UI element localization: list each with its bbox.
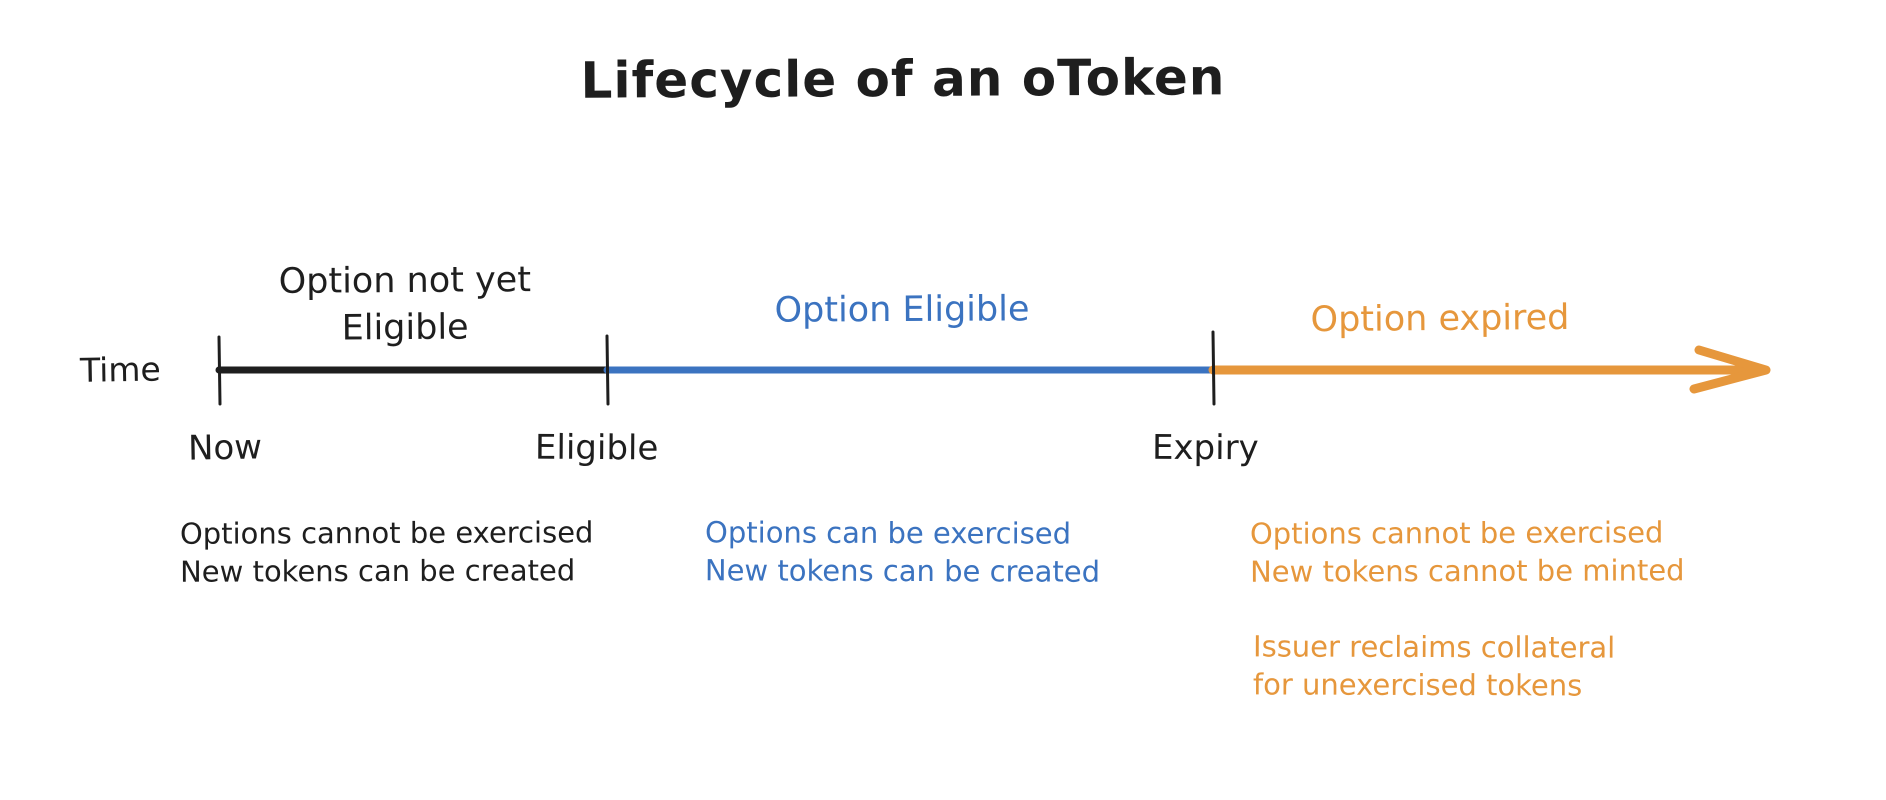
tick-now [217,335,222,406]
note-expired-collateral: Issuer reclaims collateral for unexercis… [1252,629,1616,703]
tick-eligible [605,334,610,406]
tick-label-eligible: Eligible [534,427,659,469]
note-not-yet-eligible: Options cannot be exercised New tokens c… [179,515,594,589]
phase-label-eligible: Option Eligible [774,289,1030,331]
tick-label-expiry: Expiry [1151,427,1259,469]
note-expired: Options cannot be exercised New tokens c… [1249,515,1685,589]
phase-label-expired: Option expired [1310,297,1570,341]
phase-label-not-yet-eligible: Option not yet Eligible [278,260,532,349]
tick-label-now: Now [187,427,263,469]
note-eligible: Options can be exercised New tokens can … [704,515,1101,589]
time-axis-label: Time [79,349,162,390]
tick-expiry [1211,330,1216,406]
arrowhead-icon [1689,345,1771,394]
